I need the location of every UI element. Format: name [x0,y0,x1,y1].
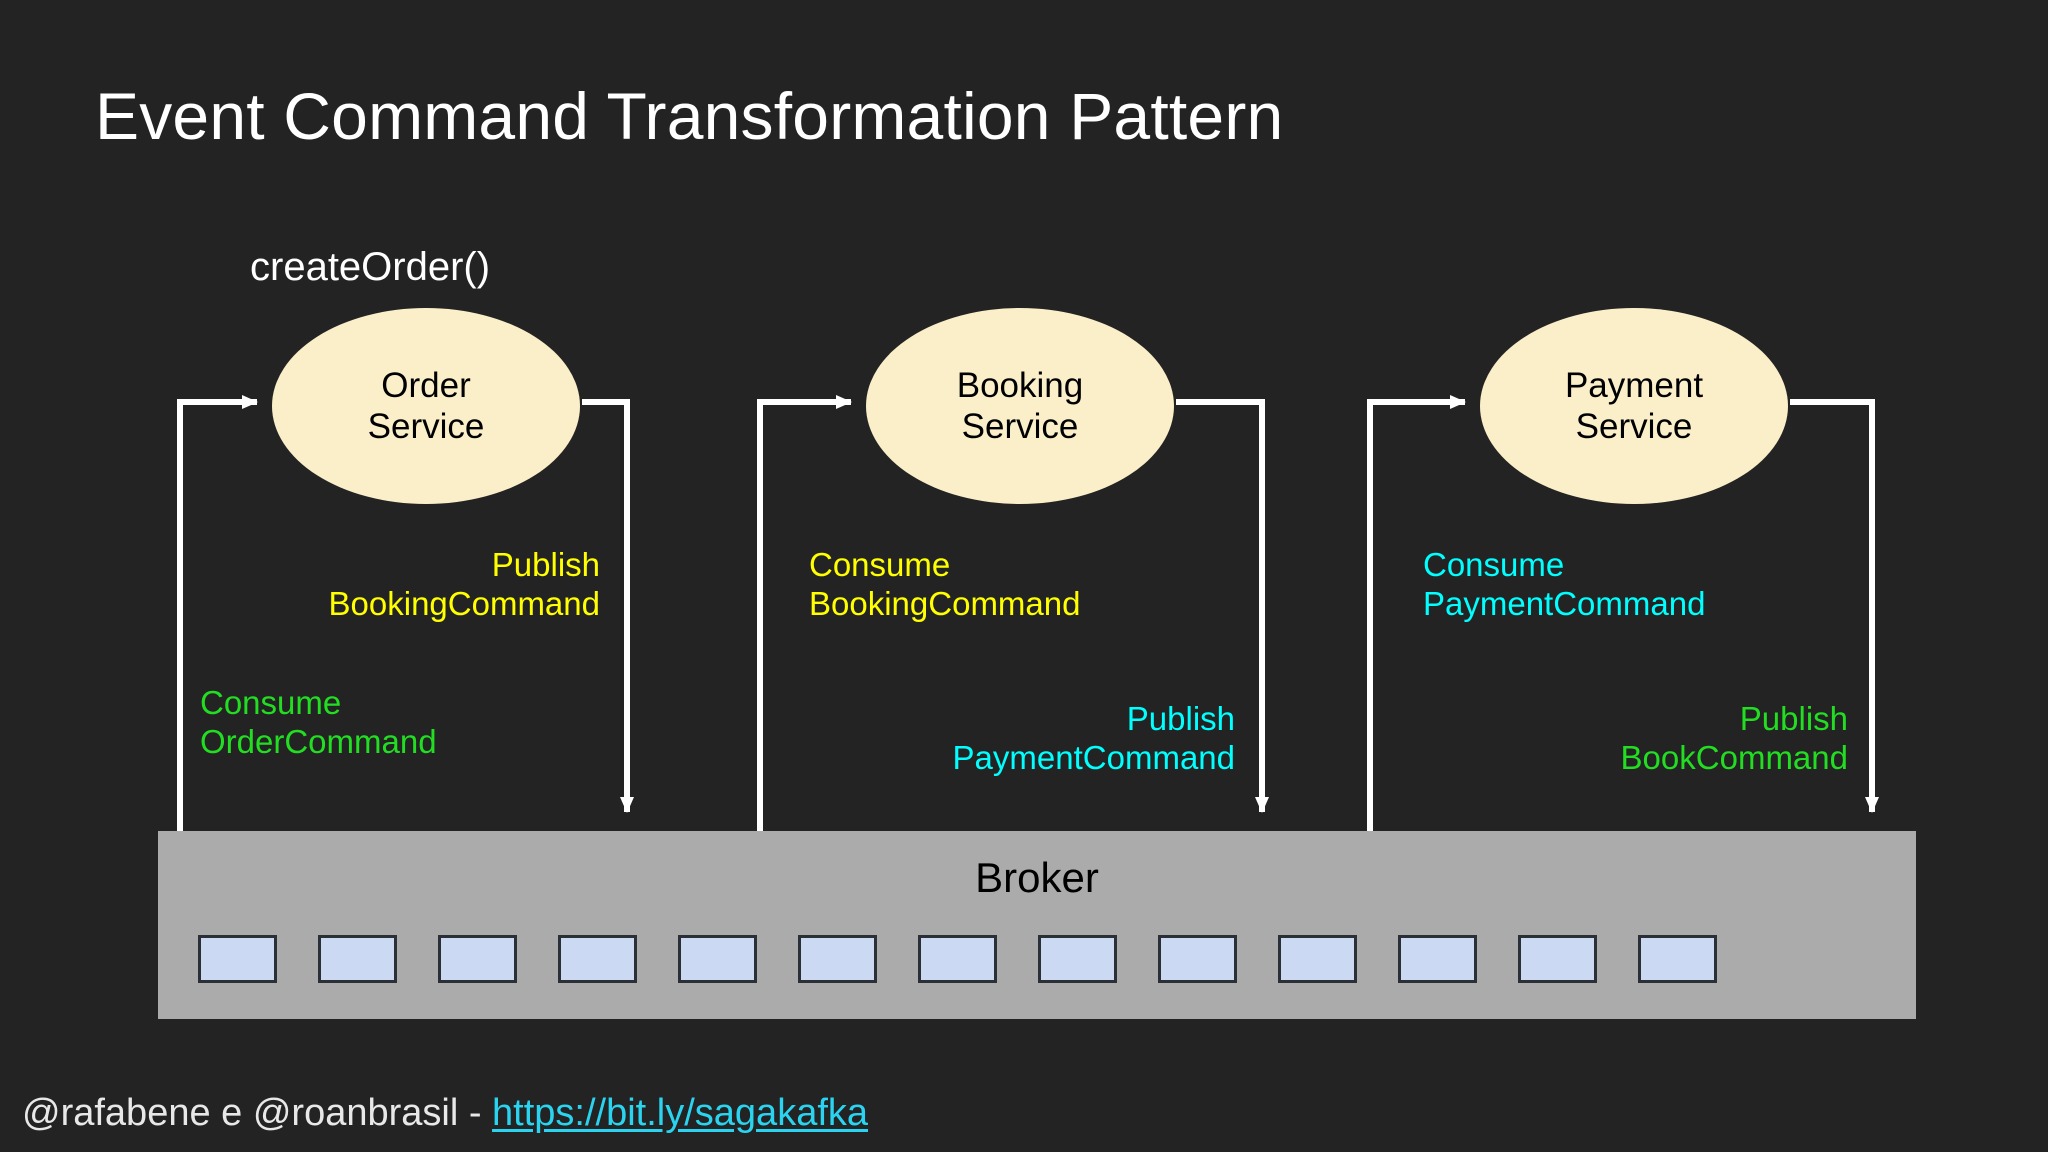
broker-partition [1158,935,1237,983]
page-title: Event Command Transformation Pattern [95,79,1284,153]
broker-partition [1278,935,1357,983]
label-order-publish: Publish BookingCommand [273,546,600,624]
label-action: Consume [809,546,951,583]
service-name-line1: Order [381,365,471,405]
footer-credits: @rafabene e @roanbrasil - https://bit.ly… [22,1092,868,1135]
label-payment-consume: Consume PaymentCommand [1423,546,1705,624]
create-order-label: createOrder() [250,245,491,289]
service-node-order[interactable]: Order Service [272,308,580,504]
footer-link[interactable]: https://bit.ly/sagakafka [492,1092,869,1134]
footer-handles: @rafabene e @roanbrasil - [22,1092,493,1134]
service-node-payment[interactable]: Payment Service [1480,308,1788,504]
service-name-line1: Booking [956,365,1084,405]
label-booking-publish: Publish PaymentCommand [860,700,1235,778]
broker-partition [798,935,877,983]
label-action: Publish [1739,700,1848,737]
label-message: BookCommand [1620,738,1848,776]
broker-bar[interactable]: Broker [158,831,1916,1019]
broker-partition [318,935,397,983]
label-payment-publish: Publish BookCommand [1500,700,1848,778]
broker-partition [918,935,997,983]
label-message: PaymentCommand [1423,584,1706,622]
label-booking-consume: Consume BookingCommand [809,546,1080,624]
service-name-line2: Service [961,407,1079,446]
label-action: Publish [491,546,600,583]
label-message: BookingCommand [809,584,1081,622]
broker-partition [1398,935,1477,983]
label-action: Consume [200,684,342,721]
broker-partition [678,935,757,983]
broker-partition [1518,935,1597,983]
label-message: OrderCommand [200,722,437,760]
label-message: PaymentCommand [952,738,1235,776]
label-action: Publish [1126,700,1235,737]
service-name-line2: Service [1575,407,1693,446]
broker-partition [558,935,637,983]
arrow-consume-order [177,395,258,833]
label-message: BookingCommand [328,584,600,622]
broker-partition [438,935,517,983]
broker-partition-list [198,935,1717,983]
broker-partition [1638,935,1717,983]
label-action: Consume [1423,546,1565,583]
service-node-booking[interactable]: Booking Service [866,308,1174,504]
service-name-line2: Service [367,407,485,446]
service-name-line1: Payment [1564,365,1704,405]
label-order-consume: Consume OrderCommand [200,684,437,762]
broker-partition [1038,935,1117,983]
broker-partition [198,935,277,983]
broker-title: Broker [975,854,1099,901]
